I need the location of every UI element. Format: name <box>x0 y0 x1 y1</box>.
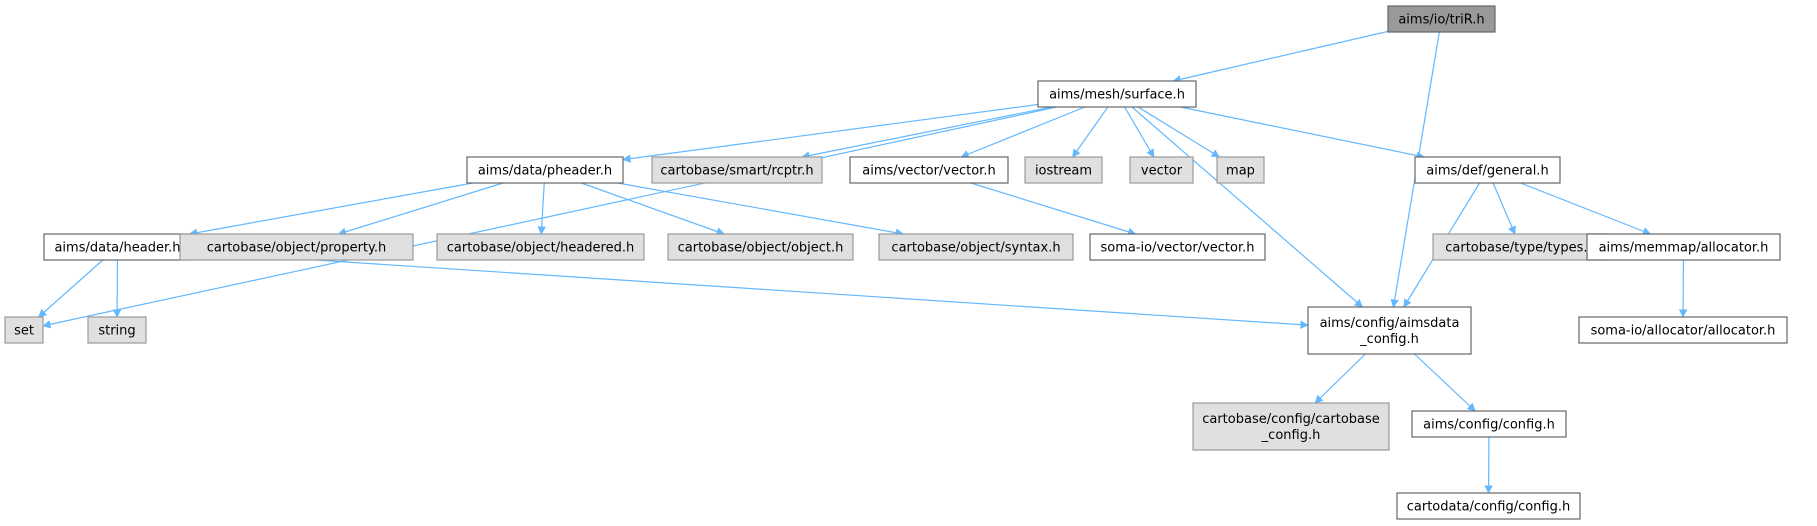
edge-surface-to-pheader <box>622 103 1039 163</box>
node-rcptr: cartobase/smart/rcptr.h <box>651 156 823 184</box>
edge-surface-to-map <box>1137 106 1221 158</box>
node-box <box>1396 492 1581 520</box>
node-somavector[interactable]: soma-io/vector/vector.h <box>1089 233 1266 261</box>
node-box <box>1578 316 1788 344</box>
node-vector: vector <box>1129 156 1194 184</box>
node-cartobase-config: cartobase/config/cartobase_config.h <box>1192 402 1390 451</box>
node-aims-config[interactable]: aims/config/config.h <box>1411 410 1567 438</box>
edge-surface-to-aimsdata-config <box>1131 106 1364 308</box>
node-box <box>1089 233 1266 261</box>
node-box <box>4 316 44 344</box>
node-iostream: iostream <box>1024 156 1103 184</box>
edge-pheader-to-header <box>188 182 473 237</box>
node-cartodata-config[interactable]: cartodata/config/config.h <box>1396 492 1581 520</box>
node-label: cartobase/object/headered.h <box>447 241 634 256</box>
node-property: cartobase/object/property.h <box>179 233 414 261</box>
node-label: _config.h <box>1261 428 1321 443</box>
node-set: set <box>4 316 44 344</box>
node-box <box>1129 156 1194 184</box>
node-box <box>1586 233 1781 261</box>
node-box <box>1411 410 1567 438</box>
node-pheader[interactable]: aims/data/pheader.h <box>466 156 624 184</box>
node-allocator[interactable]: aims/memmap/allocator.h <box>1586 233 1781 261</box>
edge-surface-to-rcptr <box>801 106 1053 160</box>
edge-pheader-to-property <box>337 182 504 236</box>
node-label: string <box>98 324 135 339</box>
node-label: vector <box>1141 164 1183 179</box>
node-label: soma-io/vector/vector.h <box>1100 241 1254 256</box>
edge-header-to-set <box>38 259 104 318</box>
edge-tri-r-to-surface <box>1172 30 1389 84</box>
node-box <box>878 233 1074 261</box>
node-label: map <box>1226 164 1255 179</box>
node-object: cartobase/object/object.h <box>667 233 854 261</box>
node-string: string <box>87 316 147 344</box>
edge-layer <box>38 30 1688 494</box>
node-box <box>1192 402 1390 451</box>
edge-surface-to-vector-h <box>960 106 1086 159</box>
edge-general-to-allocator <box>1520 182 1652 236</box>
node-types: cartobase/type/types.h <box>1432 233 1609 261</box>
node-label: aims/vector/vector.h <box>862 164 995 179</box>
node-label: aims/config/config.h <box>1423 418 1555 433</box>
edge-vector-h-to-somavector <box>970 182 1137 236</box>
edge-pheader-to-headered <box>537 182 546 235</box>
node-tri-r: aims/io/triR.h <box>1387 5 1496 33</box>
node-label: iostream <box>1035 164 1092 179</box>
node-label: aims/mesh/surface.h <box>1049 88 1185 103</box>
node-box <box>849 156 1009 184</box>
node-soma-allocator[interactable]: soma-io/allocator/allocator.h <box>1578 316 1788 344</box>
node-label: aims/data/pheader.h <box>478 164 612 179</box>
node-label: aims/data/header.h <box>54 241 180 256</box>
node-vector-h[interactable]: aims/vector/vector.h <box>849 156 1009 184</box>
edge-general-to-types <box>1492 182 1516 235</box>
node-label: cartobase/type/types.h <box>1445 241 1595 256</box>
node-header[interactable]: aims/data/header.h <box>43 233 192 261</box>
edge-header-to-aimsdata-config <box>190 251 1309 329</box>
node-box <box>1037 80 1197 108</box>
node-box <box>466 156 624 184</box>
node-label: soma-io/allocator/allocator.h <box>1591 324 1776 339</box>
node-box <box>667 233 854 261</box>
node-label: aims/io/triR.h <box>1398 13 1484 28</box>
edge-aimsdata-config-to-cartobase-config <box>1314 353 1366 404</box>
node-label: _config.h <box>1359 332 1419 347</box>
node-surface[interactable]: aims/mesh/surface.h <box>1037 80 1197 108</box>
edge-surface-to-set <box>42 106 1057 329</box>
edge-surface-to-vector <box>1124 106 1155 158</box>
node-box <box>1216 156 1265 184</box>
node-label: aims/def/general.h <box>1426 164 1548 179</box>
node-box <box>87 316 147 344</box>
node-box <box>1024 156 1103 184</box>
node-box <box>1414 156 1561 184</box>
node-box <box>1387 5 1496 33</box>
node-box <box>651 156 823 184</box>
node-label: cartobase/object/syntax.h <box>891 241 1060 256</box>
node-syntax: cartobase/object/syntax.h <box>878 233 1074 261</box>
node-label: cartobase/smart/rcptr.h <box>660 164 813 179</box>
node-headered: cartobase/object/headered.h <box>436 233 645 261</box>
node-label: cartobase/object/object.h <box>678 241 844 256</box>
edge-pheader-to-syntax <box>617 182 905 237</box>
edge-surface-to-iostream <box>1072 106 1109 158</box>
node-general[interactable]: aims/def/general.h <box>1414 156 1561 184</box>
node-box <box>1307 306 1472 355</box>
edge-pheader-to-object <box>581 182 725 236</box>
node-layer: aims/io/triR.h aims/mesh/surface.h aims/da… <box>4 5 1788 520</box>
node-box <box>436 233 645 261</box>
node-label: cartodata/config/config.h <box>1407 500 1570 515</box>
edge-surface-to-general <box>1180 106 1425 160</box>
edge-aimsdata-config-to-aims-config <box>1414 353 1476 412</box>
node-label: set <box>14 324 34 339</box>
node-aimsdata-config[interactable]: aims/config/aimsdata_config.h <box>1307 306 1472 355</box>
node-label: cartobase/config/cartobase <box>1202 412 1380 427</box>
node-map: map <box>1216 156 1265 184</box>
node-label: aims/memmap/allocator.h <box>1599 241 1769 256</box>
node-box <box>43 233 192 261</box>
node-label: aims/config/aimsdata <box>1320 316 1460 331</box>
node-label: cartobase/object/property.h <box>207 241 387 256</box>
node-box <box>179 233 414 261</box>
